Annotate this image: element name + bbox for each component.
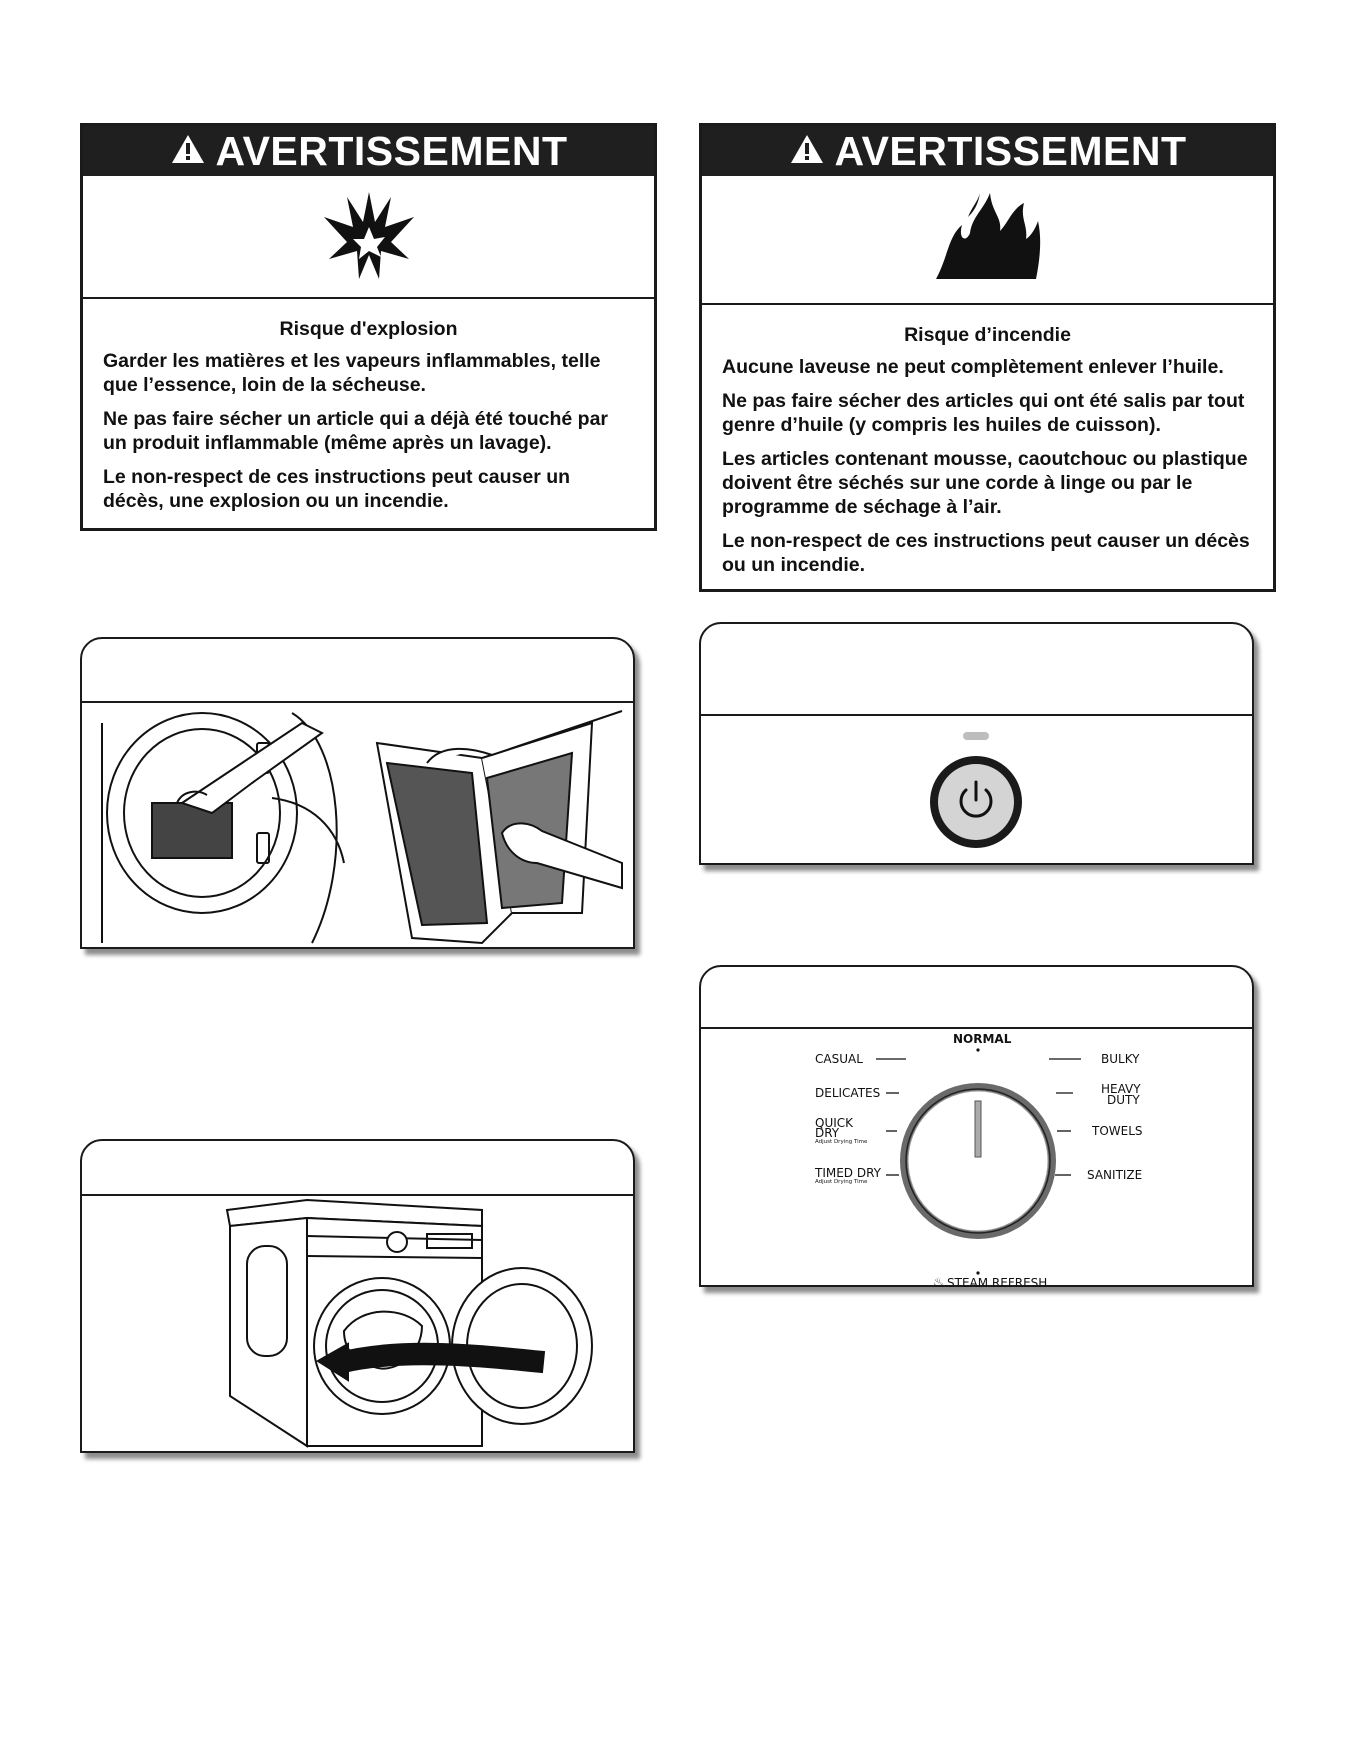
dial-bulky: BULKY: [1101, 1052, 1140, 1066]
load-dryer-panel: [80, 1139, 635, 1453]
warning-line: Garder les matières et les vapeurs infla…: [103, 350, 601, 396]
warning-line: Le non-respect de ces instructions peut …: [103, 466, 571, 512]
cycle-dial[interactable]: [701, 1029, 1252, 1287]
power-panel: [699, 622, 1254, 865]
cycle-dial-panel: NORMAL CASUAL DELICATES QUICK DRY Adjust…: [699, 965, 1254, 1290]
lint-filter-illustration: [101, 710, 623, 945]
power-indicator-light: [963, 732, 989, 740]
dial-normal: NORMAL: [953, 1032, 1012, 1046]
warning-box-explosion: AVERTISSEMENT Risque d'explosion Garder …: [80, 123, 657, 531]
warning-header: AVERTISSEMENT: [702, 126, 1273, 176]
dial-quick-dry: QUICK: [815, 1116, 854, 1130]
warning-line: Ne pas faire sécher des articles qui ont…: [722, 390, 1245, 436]
warning-line: Ne pas faire sécher un article qui a déj…: [103, 408, 609, 454]
warning-triangle-icon: [170, 128, 206, 175]
warning-title: Risque d’incendie: [904, 324, 1071, 346]
dial-quick-dry-2: DRY: [815, 1126, 840, 1140]
lint-filter-panel: [80, 637, 635, 949]
power-button[interactable]: [938, 764, 1014, 840]
dial-pointer: [974, 1100, 982, 1158]
explosion-icon: [319, 187, 419, 287]
dial-delicates: DELICATES: [815, 1086, 881, 1100]
dryer-loading-illustration: [225, 1198, 593, 1448]
warning-line: Les articles contenant mousse, caoutchou…: [722, 448, 1248, 518]
dial-heavy-duty-2: DUTY: [1107, 1093, 1140, 1107]
dial-casual: CASUAL: [815, 1052, 863, 1066]
warning-heading: AVERTISSEMENT: [215, 127, 568, 174]
warning-heading: AVERTISSEMENT: [834, 127, 1187, 174]
power-icon: [959, 780, 993, 818]
warning-line: Le non-respect de ces instructions peut …: [722, 530, 1250, 576]
dial-towels: TOWELS: [1092, 1124, 1143, 1138]
dial-heavy-duty: HEAVY: [1101, 1082, 1141, 1096]
dial-timed-dry-sub: Adjust Drying Time: [815, 1179, 868, 1185]
steam-icon: ♨: [933, 1275, 944, 1289]
warning-title: Risque d'explosion: [279, 318, 458, 340]
warning-line: Aucune laveuse ne peut complètement enle…: [722, 356, 1224, 378]
dial-quick-dry-sub: Adjust Drying Time: [815, 1139, 868, 1145]
dial-timed-dry: TIMED DRY: [815, 1166, 881, 1180]
warning-triangle-icon: [789, 128, 825, 175]
warning-header: AVERTISSEMENT: [83, 126, 654, 176]
dial-sanitize: SANITIZE: [1087, 1168, 1143, 1182]
warning-box-fire: AVERTISSEMENT Risque d’incendie Aucune l…: [699, 123, 1276, 592]
fire-icon: [928, 187, 1048, 292]
dial-steam-refresh: STEAM REFRESH: [947, 1276, 1048, 1290]
